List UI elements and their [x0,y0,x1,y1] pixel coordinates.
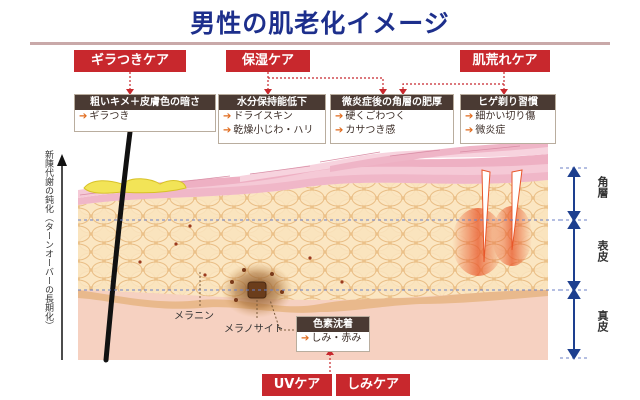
box-header: 色素沈着 [297,317,369,332]
box-item: ➔ギラつき [79,111,130,122]
layer-label-stratum-corneum: 角層 [596,176,609,198]
layer-brackets [567,166,581,360]
turnover-arrow [57,154,67,360]
info-box-water-retention: 水分保持能低下 ➔ドライスキン ➔乾燥小じわ・ハリ [218,94,326,144]
title-divider [30,42,610,45]
sebum-blob [83,178,187,194]
category-spot-care: しみケア [336,374,410,396]
page-title: 男性の肌老化イメージ [190,9,450,38]
box-item: ➔細かい切り傷 [465,111,536,122]
arrow-right-icon: ➔ [223,111,232,122]
arrow-right-icon: ➔ [335,111,344,122]
category-moisture-care: 保湿ケア [226,50,310,72]
layer-label-epidermis: 表皮 [596,240,609,262]
turnover-note: 新陳代謝の鈍化（ターンオーバーの長期化） [43,150,53,330]
box-header: ヒゲ剃り習慣 [461,95,555,110]
pigment-spot [221,262,293,318]
info-box-shaving-habit: ヒゲ剃り習慣 ➔細かい切り傷 ➔微炎症 [460,94,556,144]
arrow-right-icon: ➔ [335,125,344,136]
box-item: ➔乾燥小じわ・ハリ [223,125,314,136]
box-header: 粗いキメ＋皮膚色の暗さ [75,95,215,110]
stratum-corneum [78,140,548,205]
category-giragira-care: ギラつきケア [74,50,186,72]
box-item: ➔カサつき感 [335,125,396,136]
label-melanin: メラニン [174,311,214,322]
info-box-rough-texture: 粗いキメ＋皮膚色の暗さ ➔ギラつき [74,94,216,132]
box-item: ➔しみ・赤み [301,333,362,344]
box-header: 水分保持能低下 [219,95,325,110]
razor-cut-inflammation [452,169,532,276]
label-melanocyte: メラノサイト [224,324,284,335]
info-box-stratum-thickening: 微炎症後の角層の肥厚 ➔硬くごわつく ➔カサつき感 [330,94,454,144]
box-header: 微炎症後の角層の肥厚 [331,95,453,110]
layer-label-dermis: 真皮 [596,310,609,332]
category-rough-skin-care: 肌荒れケア [460,50,550,72]
info-box-pigmentation: 色素沈着 ➔しみ・赤み [296,316,370,352]
box-item: ➔硬くごわつく [335,111,406,122]
arrow-right-icon: ➔ [79,111,88,122]
arrow-right-icon: ➔ [301,333,310,344]
arrow-right-icon: ➔ [465,111,474,122]
arrow-right-icon: ➔ [223,125,232,136]
arrow-right-icon: ➔ [465,125,474,136]
category-uv-care: UVケア [262,374,332,396]
box-item: ➔ドライスキン [223,111,293,122]
box-item: ➔微炎症 [465,125,506,136]
